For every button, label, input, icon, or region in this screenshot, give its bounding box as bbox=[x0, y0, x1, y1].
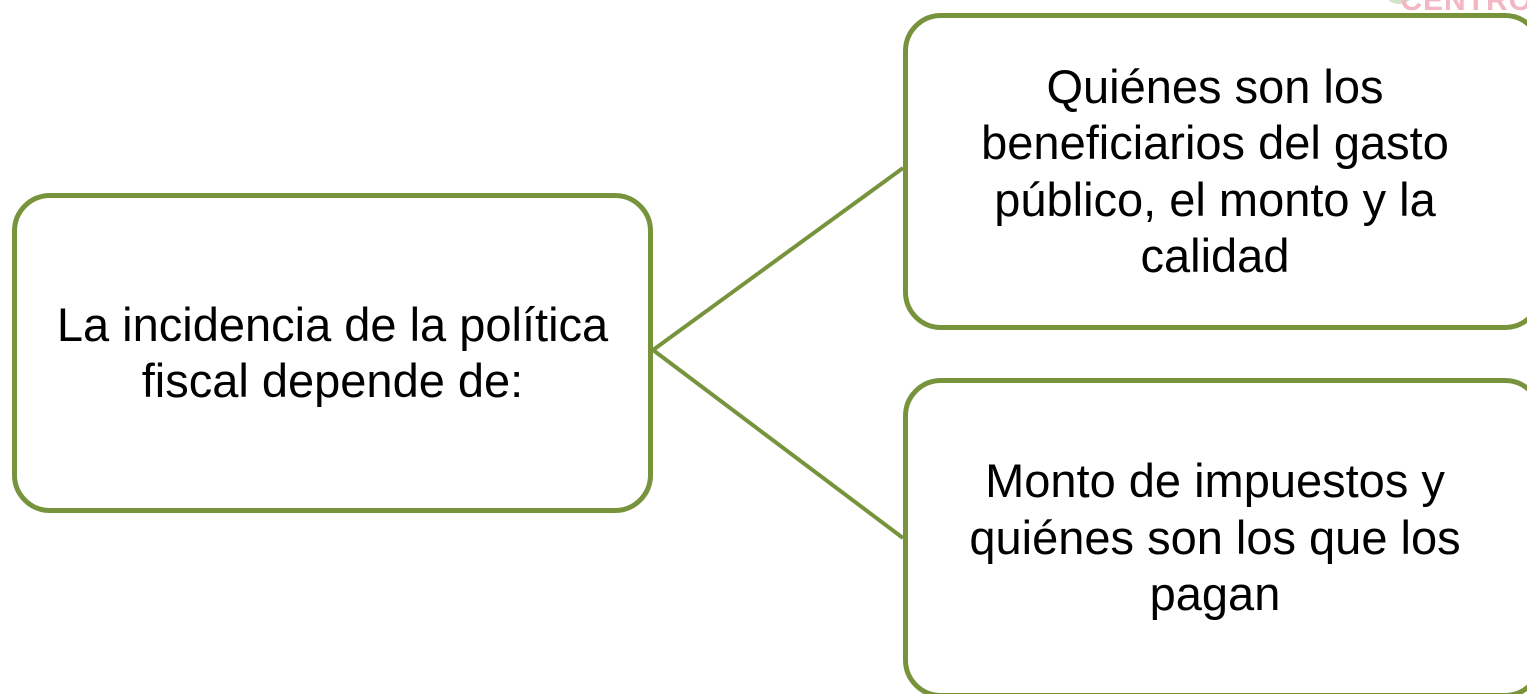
branch-node-gasto: Quiénes son los beneficiarios del gasto … bbox=[903, 13, 1527, 330]
branch-node-text: Monto de impuestos y quiénes son los que… bbox=[969, 454, 1461, 621]
logo: CENTRO bbox=[1377, 0, 1527, 14]
root-node: La incidencia de la política fiscal depe… bbox=[12, 193, 653, 513]
branch-node-impuestos: Monto de impuestos y quiénes son los que… bbox=[903, 378, 1527, 694]
root-node-text: La incidencia de la política fiscal depe… bbox=[56, 297, 609, 407]
branch-node-text: Quiénes son los beneficiarios del gasto … bbox=[981, 59, 1449, 282]
logo-text: CENTRO bbox=[1400, 0, 1527, 14]
connector-root-to-bottom bbox=[651, 348, 905, 540]
connector-root-to-top bbox=[651, 166, 905, 352]
